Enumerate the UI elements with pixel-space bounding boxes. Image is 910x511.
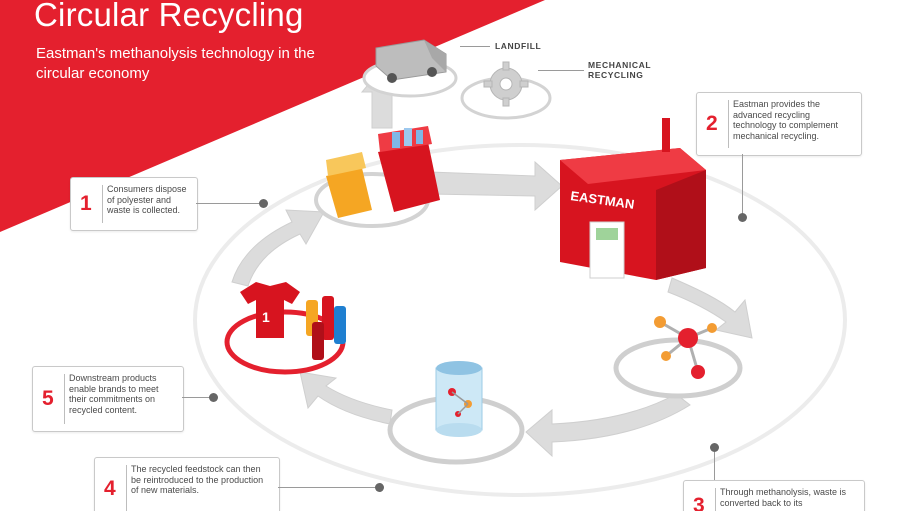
arrow-collect-to-eastman [429, 160, 563, 212]
flow-arrows [231, 67, 753, 458]
arrow-methanol-to-feedstock [525, 393, 691, 458]
page-title: Circular Recycling [34, 0, 304, 33]
step-4-dot [375, 483, 384, 492]
landfill-label: LANDFILL [495, 41, 542, 51]
step-3-dot [710, 443, 719, 452]
svg-text:1: 1 [262, 309, 270, 325]
step-2-dot [738, 213, 747, 222]
step-3-text: Through methanolysis, waste is converted… [720, 487, 847, 508]
platform-methanol [613, 337, 743, 399]
mechanical-connector [538, 70, 584, 71]
recycling-bins-icon [326, 126, 440, 218]
step-2-connector [742, 154, 743, 216]
step-4-callout: 4 The recycled feedstock can then be rei… [94, 457, 280, 511]
step-4-number: 4 [104, 477, 116, 500]
step-1-text: Consumers dispose of polyester and waste… [107, 184, 187, 215]
step-2-number: 2 [706, 112, 718, 135]
step-5-number: 5 [42, 387, 54, 410]
step-2-callout: 2 Eastman provides the advanced recyclin… [696, 92, 862, 156]
feedstock-cylinder-icon [435, 361, 483, 437]
step-5-text: Downstream products enable brands to mee… [69, 373, 159, 415]
step-1-number: 1 [80, 192, 92, 215]
step-1-dot [259, 199, 268, 208]
arrow-products-to-collect [231, 209, 325, 287]
step-5-callout: 5 Downstream products enable brands to m… [32, 366, 184, 432]
products-icon: 1 [240, 282, 346, 360]
eastman-machine-icon: EASTMAN [560, 118, 706, 280]
page-subtitle: Eastman's methanolysis technology in the… [36, 45, 315, 82]
mechanical-recycling-label: MECHANICAL RECYCLING [588, 60, 651, 80]
step-3-number: 3 [693, 494, 705, 511]
garbage-truck-icon [375, 39, 447, 83]
step-3-divider [715, 488, 716, 511]
step-5-connector [182, 397, 212, 398]
step-3-connector [714, 452, 715, 480]
molecule-icon [654, 316, 717, 379]
step-4-text: The recycled feedstock can then be reint… [131, 464, 264, 495]
step-4-divider [126, 465, 127, 511]
step-5-divider [64, 374, 65, 424]
step-2-text: Eastman provides the advanced recycling … [733, 99, 839, 141]
arrow-feedstock-to-products [299, 371, 393, 425]
step-3-callout: 3 Through methanolysis, waste is convert… [683, 480, 865, 511]
step-1-divider [102, 185, 103, 223]
step-4-connector [278, 487, 378, 488]
gear-icon [483, 61, 529, 107]
step-5-dot [209, 393, 218, 402]
landfill-connector [460, 46, 490, 47]
step-2-divider [728, 100, 729, 148]
arrow-eastman-to-methanol [667, 277, 753, 339]
step-1-callout: 1 Consumers dispose of polyester and was… [70, 177, 198, 231]
step-1-connector [196, 203, 262, 204]
